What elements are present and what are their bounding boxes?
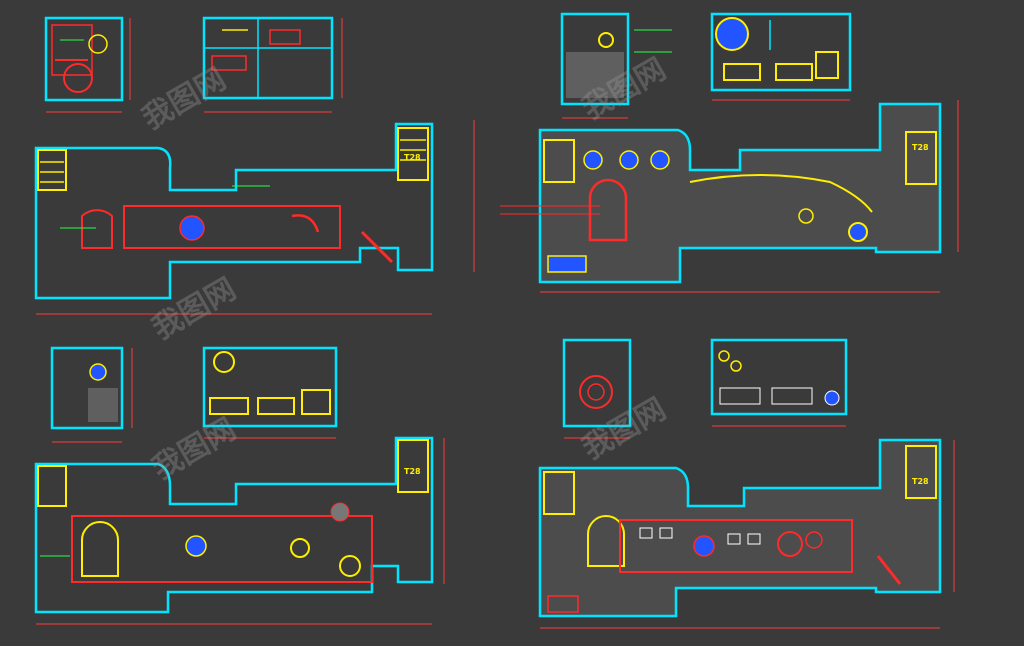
small-plan-g [562,338,632,439]
plan-group-bottom-right [538,338,955,629]
small-plan-e [50,346,133,443]
small-plan-d [710,12,852,101]
plan-group-top-left [34,16,475,315]
plan-group-bottom-left [34,346,445,625]
large-plan-bottom-left [34,436,445,625]
small-plan-f [202,346,338,439]
elevator-label: T28 [912,477,929,486]
small-plan-h [710,338,848,427]
small-plan-a [44,16,131,113]
elevator-label: T28 [912,143,929,152]
plan-group-top-right [500,12,959,293]
small-plan-b [202,16,343,113]
elevator-label: T28 [404,153,421,162]
large-plan-top-left [34,120,475,315]
large-plan-bottom-right [538,438,955,629]
large-plan-top-right [500,100,959,293]
elevator-labels: T28 T28 T28 T28 [404,143,929,486]
small-plan-c [560,12,672,119]
elevator-label: T28 [404,467,421,476]
